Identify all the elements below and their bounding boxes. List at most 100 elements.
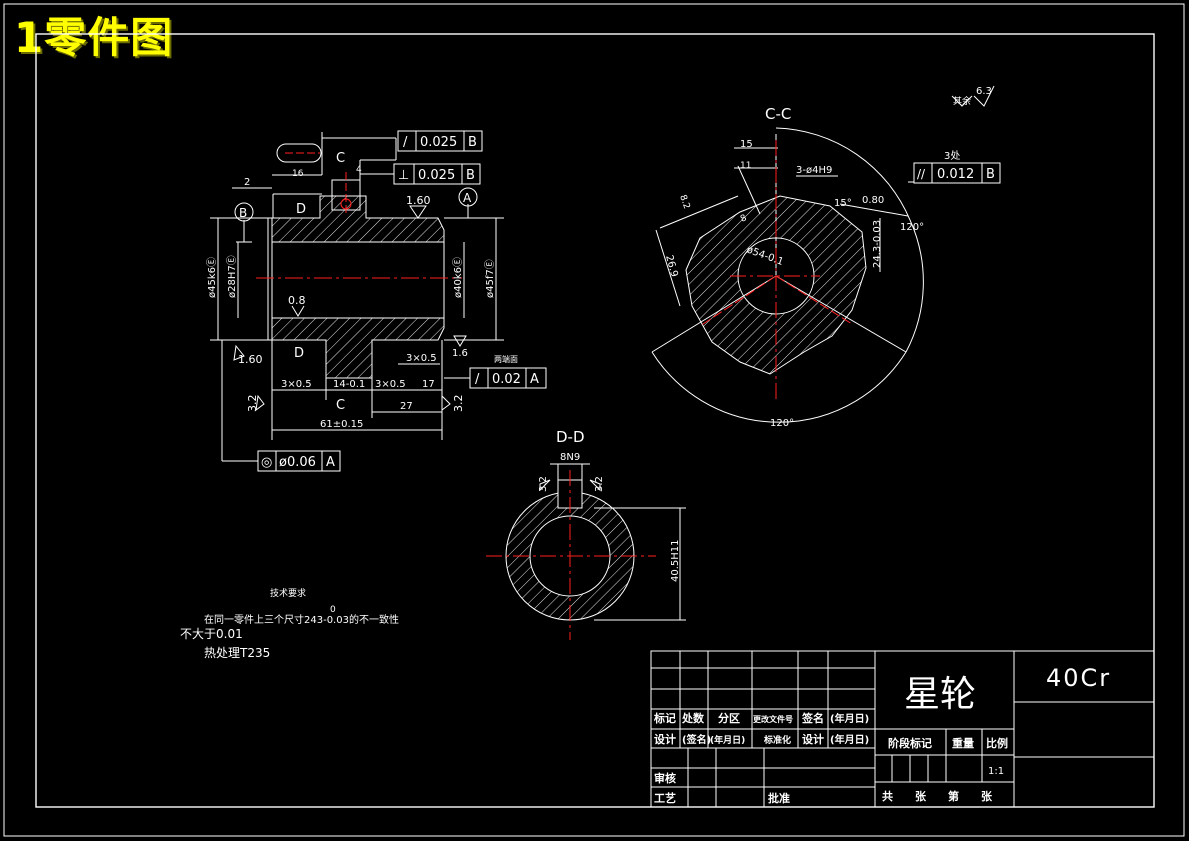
dim-3x05c: 3×0.5 — [406, 353, 437, 364]
cc-tol-datum: B — [986, 167, 995, 182]
notes-line3: 热处理T235 — [204, 646, 270, 660]
cc-269: 26.9 — [663, 254, 679, 278]
tb-r1-c4: 更改文件号 — [753, 714, 793, 724]
roughness-all-value: 6.3 — [976, 86, 992, 97]
cc-243: 24.3-0.03 — [872, 220, 883, 268]
datum-a-circle — [458, 187, 478, 207]
rough-16: 1.6 — [452, 348, 468, 359]
cut-c2: C — [336, 398, 345, 413]
tb-r2-c1: 设计 — [654, 732, 676, 746]
tb-r2-c3: (年月日) — [710, 734, 745, 746]
cc-120a: 120° — [900, 222, 924, 233]
notes-line2: 不大于0.01 — [180, 627, 243, 641]
tb-r2-c6: (年月日) — [830, 733, 869, 746]
dd-keyway: 8N9 — [560, 452, 580, 463]
rough-32b: 3.2 — [452, 395, 465, 413]
section-cc — [651, 85, 995, 423]
dim-dia45k6: ø45k6Ⓔ — [206, 257, 218, 298]
tb-r2-c4: 标准化 — [763, 734, 791, 746]
tol2-symbol: ⊥ — [398, 168, 409, 183]
dim-61: 61±0.15 — [320, 419, 363, 430]
shaft-outline — [271, 218, 445, 340]
dim-14: 14-0.1 — [333, 379, 365, 390]
tb-approve: 批准 — [768, 791, 790, 805]
dd-rough-a: 3.2 — [538, 476, 549, 492]
dim-17: 17 — [422, 379, 435, 390]
slot-oval — [276, 143, 322, 163]
cc-tol-symbol: // — [917, 167, 926, 181]
tol2-value: 0.025 — [418, 168, 455, 183]
cc-holes: 3-ø4H9 — [796, 165, 832, 176]
frame-note: 两端面 — [494, 354, 518, 364]
tolerance-frame-perp — [393, 163, 481, 185]
tb-scale-value: 1:1 — [988, 766, 1004, 777]
dim-3x05a: 3×0.5 — [281, 379, 312, 390]
tb-r1-c1: 标记 — [653, 711, 676, 725]
tolerance-frame-runout-2 — [469, 367, 547, 389]
dim-dia28h7: ø28H7Ⓔ — [226, 255, 238, 298]
tb-scale: 比例 — [986, 736, 1008, 750]
cc-dim-11: 11 — [740, 161, 751, 171]
notes-line1: 在同一零件上三个尺寸243-0.03的不一致性 — [204, 613, 399, 626]
cc-82: 8.2 — [677, 194, 691, 211]
notes-heading: 技术要求 — [270, 587, 306, 599]
tb-review: 审核 — [654, 771, 676, 785]
dim-27: 27 — [400, 401, 413, 412]
tol2-datum: B — [466, 168, 475, 183]
tol3-datum: A — [530, 372, 539, 387]
tb-stage: 阶段标记 — [888, 736, 932, 750]
cc-15deg: 15° — [834, 198, 852, 209]
dd-dim-h: 40.5H11 — [670, 539, 681, 582]
dim-dia40k6: ø40k6Ⓔ — [452, 257, 464, 298]
tol4-datum: A — [326, 455, 335, 470]
dd-rough-b: 3.2 — [594, 476, 605, 492]
dim-dia45f7: ø45f7Ⓔ — [484, 259, 496, 298]
tb-r1-c6: (年月日) — [830, 712, 869, 725]
rough-08: 0.8 — [288, 294, 306, 307]
tol3-value: 0.02 — [492, 372, 521, 387]
page-title: 1零件图 — [14, 13, 174, 62]
datum-b-circle — [234, 202, 254, 222]
notes-line1-sup: 0 — [330, 605, 336, 615]
title-block — [650, 650, 1155, 808]
cut-d1: D — [296, 202, 306, 217]
dim-3x05b: 3×0.5 — [375, 379, 406, 390]
tb-r2-c2: (签名) — [682, 733, 711, 746]
datum-a: A — [463, 191, 472, 205]
lower-hatch — [271, 317, 445, 379]
roughness-all: 其余 — [953, 95, 971, 107]
cc-tol-count: 3处 — [944, 150, 960, 162]
outer-border — [3, 3, 1185, 837]
tol3-symbol: / — [475, 372, 480, 387]
tolerance-frame-runout-1 — [397, 130, 483, 152]
cut-d2: D — [294, 346, 304, 361]
cc-080: 0.80 — [862, 195, 884, 206]
cc-title: C-C — [765, 105, 791, 123]
cc-tol-value: 0.012 — [937, 167, 974, 182]
tb-sheets: 共 张 第 张 — [882, 789, 993, 803]
cut-c1: C — [336, 151, 345, 166]
cc-dim-15: 15 — [740, 139, 753, 150]
tb-r2-c5: 设计 — [802, 732, 824, 746]
datum-b: B — [239, 206, 247, 220]
tol1-datum: B — [468, 135, 477, 150]
dim-2: 2 — [244, 177, 250, 188]
cc-120b: 120° — [770, 418, 794, 429]
cc-8: 8 — [739, 213, 749, 225]
dd-title: D-D — [556, 428, 585, 446]
dim-16: 16 — [292, 169, 304, 179]
tb-r1-c3: 分区 — [718, 711, 740, 725]
tol1-symbol: / — [403, 135, 408, 150]
inner-border — [35, 33, 1155, 808]
tb-r1-c5: 签名 — [801, 711, 824, 725]
tol4-value: ø0.06 — [279, 455, 316, 470]
tol1-value: 0.025 — [420, 135, 457, 150]
tol4-symbol: ◎ — [261, 455, 272, 470]
rough-32a: 3.2 — [246, 395, 259, 413]
tolerance-frame-coaxial — [257, 450, 341, 472]
rough-160b: 1.60 — [238, 353, 263, 366]
rough-160a: 1.60 — [406, 194, 431, 207]
cc-tolerance-frame — [913, 162, 1001, 184]
material: 40Cr — [1046, 664, 1111, 692]
